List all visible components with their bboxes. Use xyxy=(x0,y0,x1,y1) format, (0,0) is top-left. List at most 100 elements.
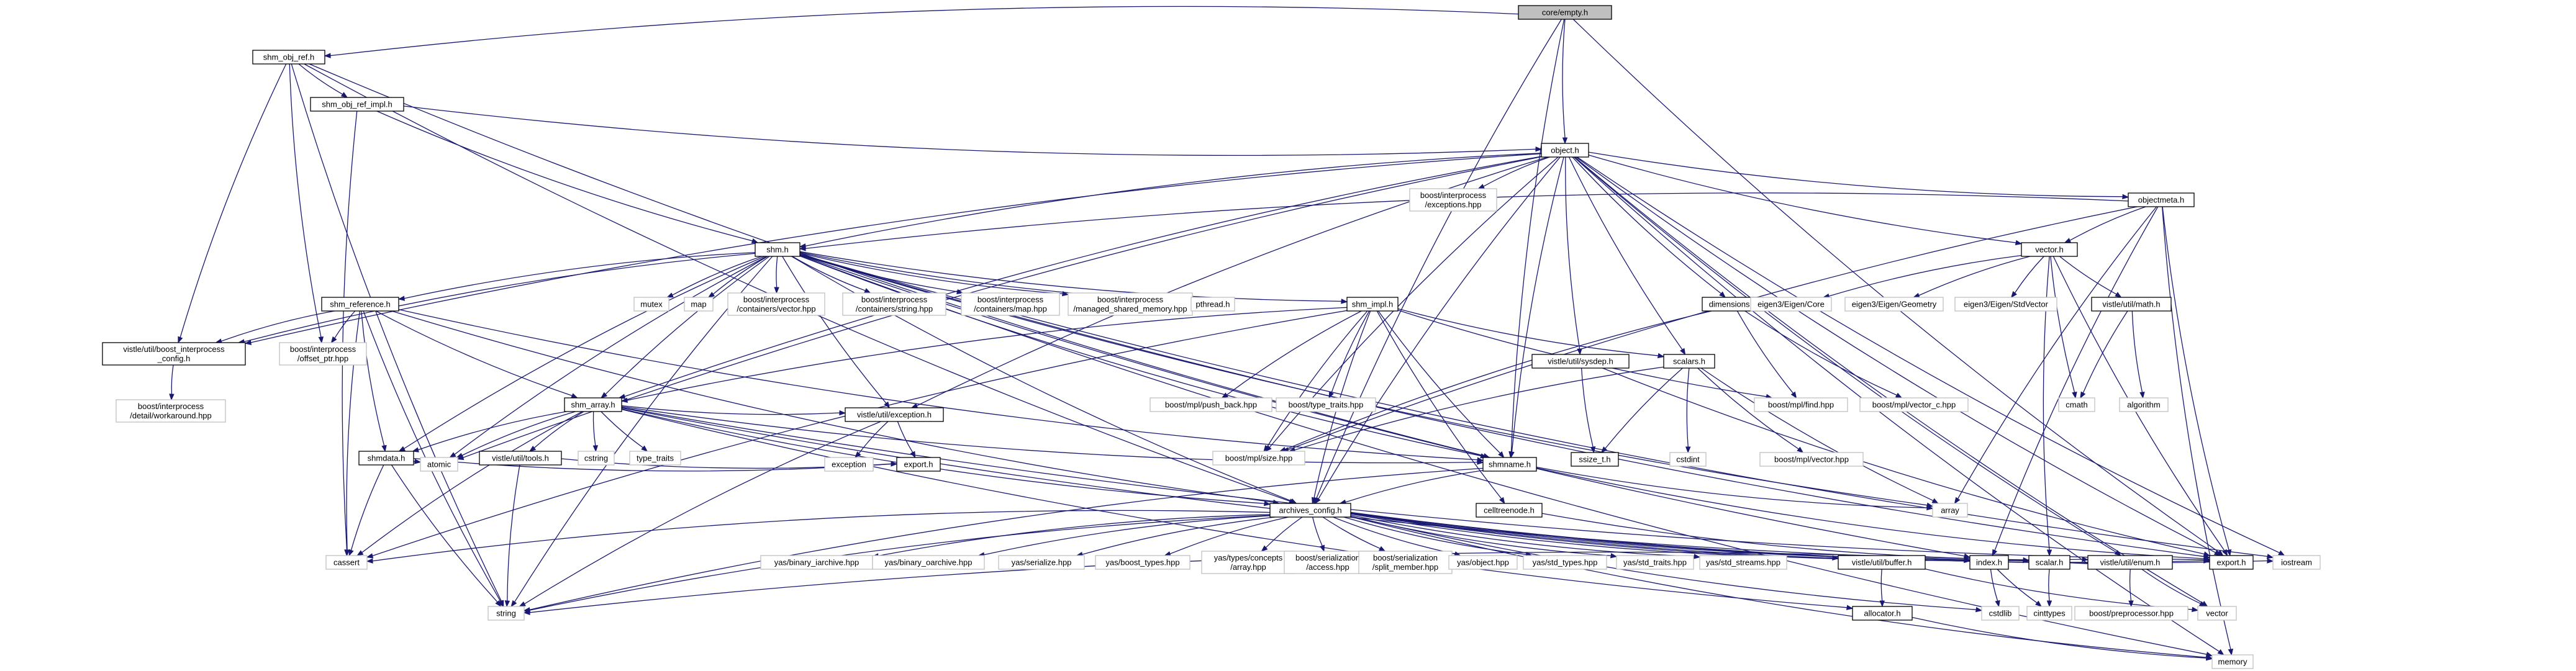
dependency-edge-shm_impl-to-type_traits_hpp xyxy=(1331,310,1370,394)
node-box xyxy=(564,397,622,412)
node-shm[interactable]: shm.h xyxy=(755,242,800,257)
dependency-edge-object-to-vistle_enum xyxy=(1574,156,2116,553)
node-celltreenode[interactable]: celltreenode.h xyxy=(1476,503,1543,518)
node-bi-cont-vector: boost/interprocess/containers/vector.hpp xyxy=(727,292,825,316)
node-objectmeta[interactable]: objectmeta.h xyxy=(2128,192,2195,207)
node-shm-obj-ref-impl[interactable]: shm_obj_ref_impl.h xyxy=(310,97,404,112)
node-bi-exceptions: boost/interprocess/exceptions.hpp xyxy=(1409,188,1497,212)
dependency-edge-shm_array-to-cassert xyxy=(361,411,583,553)
arrowhead-dimensions-to-mpl_vector_c xyxy=(1895,392,1903,399)
node-vistle-math[interactable]: vistle/util/math.h xyxy=(2091,297,2172,312)
node-empty[interactable]: core/empty.h xyxy=(1518,5,1612,20)
arrowhead-index_h-to-cinttypes xyxy=(2035,600,2043,607)
node-export-h1[interactable]: export.h xyxy=(896,457,941,472)
arrowhead-vector_h-to-vistle_math xyxy=(2115,292,2122,298)
dependency-edge-shm-to-bi_managed xyxy=(799,252,1063,294)
node-label: shm_impl.h xyxy=(1352,300,1393,309)
node-eigen-stdvec: eigen3/Eigen/StdVector xyxy=(1954,297,2057,312)
node-box xyxy=(1852,606,1913,621)
node-box xyxy=(2272,555,2321,570)
node-yas-std-traits: yas/std_traits.hpp xyxy=(1616,555,1694,570)
node-sysdep[interactable]: vistle/util/sysdep.h xyxy=(1531,354,1630,369)
dependency-edge-object-to-vector_h xyxy=(1588,155,2016,243)
dependency-edge-index_h-to-cstdlib xyxy=(1990,569,1998,601)
node-box xyxy=(2074,606,2188,621)
dependency-edge-object-to-shm_array xyxy=(624,156,1542,397)
arrowhead-shm_array-to-archives_config xyxy=(1263,500,1271,507)
node-label: yas/std_streams.hpp xyxy=(1706,558,1780,567)
node-shm-array[interactable]: shm_array.h xyxy=(564,397,622,412)
node-box xyxy=(2026,606,2072,621)
node-box xyxy=(2021,242,2078,257)
node-shmdata[interactable]: shmdata.h xyxy=(358,451,414,466)
node-export-h2[interactable]: export.h xyxy=(2209,555,2254,570)
dependency-edge-shm-to-bi_config xyxy=(243,253,756,343)
node-box xyxy=(629,451,681,466)
dependency-edge-object-to-export_h2 xyxy=(1576,156,2216,553)
node-shm-obj-ref[interactable]: shm_obj_ref.h xyxy=(252,50,325,65)
node-mpl-push-back: boost/mpl/push_back.hpp xyxy=(1150,397,1272,412)
dependency-edge-shm_reference-to-archives_config xyxy=(391,310,1274,503)
node-cmath: cmath xyxy=(2058,397,2095,412)
node-shmname[interactable]: shmname.h xyxy=(1482,457,1537,472)
node-label: mutex xyxy=(640,300,663,309)
dependency-edge-shm-to-shm_reference xyxy=(404,252,756,299)
node-type-traits: type_traits xyxy=(629,451,681,466)
node-ssize-t[interactable]: ssize_t.h xyxy=(1571,452,1619,467)
node-allocator[interactable]: allocator.h xyxy=(1852,606,1913,621)
node-cstdint: cstdint xyxy=(1669,452,1707,467)
node-box xyxy=(1571,452,1619,467)
dependency-edge-vector_h-to-eigen_stdvec xyxy=(2014,256,2044,294)
node-vistle-exception[interactable]: vistle/util/exception.h xyxy=(845,407,944,422)
dependency-edge-shm_obj_ref_impl-to-object xyxy=(403,106,1536,156)
arrowhead-shm-to-index_h xyxy=(1963,553,1971,559)
dependency-edge-vector_h-to-vistle_math xyxy=(2059,256,2117,295)
node-mpl-find: boost/mpl/find.hpp xyxy=(1754,397,1848,412)
dependency-edge-shm_obj_ref_impl-to-cassert xyxy=(342,110,358,551)
node-shm-impl[interactable]: shm_impl.h xyxy=(1346,297,1399,312)
node-box xyxy=(872,555,985,570)
node-box xyxy=(842,292,946,316)
dependency-edge-allocator-to-memory xyxy=(1912,617,2207,659)
arrowhead-scalars-to-mpl_vector xyxy=(1797,446,1804,453)
node-vistle-buffer[interactable]: vistle/util/buffer.h xyxy=(1838,555,1926,570)
arrowhead-objectmeta-to-memory xyxy=(2228,648,2234,656)
node-label: boost/interprocess xyxy=(138,402,204,411)
dependency-edge-shm-to-map xyxy=(712,256,768,295)
node-vistle-tools[interactable]: vistle/util/tools.h xyxy=(479,451,562,466)
arrowhead-scalar_h-to-cinttypes xyxy=(2046,600,2052,608)
node-box xyxy=(633,297,669,312)
node-scalar-h[interactable]: scalar.h xyxy=(2028,555,2070,570)
arrowhead-objectmeta-to-shm xyxy=(799,246,806,251)
dependency-edge-shm_array-to-cstring xyxy=(592,411,596,446)
node-yas-boost-types: yas/boost_types.hpp xyxy=(1095,555,1190,570)
node-label: exception xyxy=(832,460,866,469)
node-label: string xyxy=(496,609,516,618)
node-box xyxy=(1409,188,1497,212)
arrowhead-vistle_exception-to-exception xyxy=(855,451,861,459)
dependency-edge-object-to-bi_config xyxy=(250,153,1542,343)
dependency-edge-vector_h-to-cmath xyxy=(2050,256,2075,393)
dependency-edge-scalars-to-mpl_vector xyxy=(1697,367,1799,449)
node-vector-h[interactable]: vector.h xyxy=(2021,242,2078,257)
arrowhead-shm-to-shm_impl xyxy=(1341,299,1348,304)
node-scalars[interactable]: scalars.h xyxy=(1663,354,1715,369)
node-label: boost/serialization xyxy=(1295,553,1360,562)
arrowhead-object-to-vistle_exception xyxy=(910,403,918,408)
dependency-edge-shm_obj_ref-to-bi_offset xyxy=(289,63,322,338)
arrowhead-archives_config-to-yas_std_streams xyxy=(1694,554,1701,559)
node-vistle-enum[interactable]: vistle/util/enum.h xyxy=(2087,555,2173,570)
dependency-edge-shm_obj_ref-to-string xyxy=(291,63,502,601)
node-map: map xyxy=(684,297,714,312)
node-archives-config[interactable]: archives_config.h xyxy=(1269,503,1351,518)
node-bi-config[interactable]: vistle/util/boost_interprocess_config.h xyxy=(102,342,246,366)
node-box xyxy=(727,292,825,316)
node-object[interactable]: object.h xyxy=(1541,143,1589,158)
arrowhead-object-to-shmname xyxy=(1509,451,1515,459)
node-index-h[interactable]: index.h xyxy=(1969,555,2009,570)
arrowhead-shm_obj_ref-to-bi_offset xyxy=(318,336,324,344)
node-string: string xyxy=(488,606,525,621)
node-shm-reference[interactable]: shm_reference.h xyxy=(321,297,399,312)
node-label: shmname.h xyxy=(1489,460,1531,469)
dependency-edge-objectmeta-to-memory xyxy=(2162,206,2231,650)
